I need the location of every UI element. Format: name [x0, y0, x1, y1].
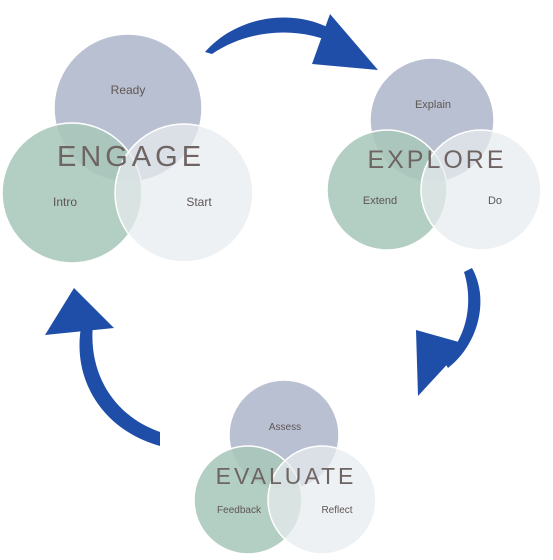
explore-circle-do	[420, 129, 542, 251]
venn-explore: Explain Extend Do EXPLORE	[326, 57, 542, 251]
explore-label-extend: Extend	[363, 195, 397, 207]
explore-label-explain: Explain	[415, 99, 451, 111]
arrow-explore-to-evaluate-icon	[416, 268, 481, 396]
engage-label-start: Start	[186, 195, 212, 209]
evaluate-title: EVALUATE	[216, 463, 357, 489]
explore-label-do: Do	[488, 195, 502, 207]
venn-engage: Ready Intro Start ENGAGE	[1, 33, 254, 264]
engage-label-ready: Ready	[111, 83, 146, 97]
explore-title: EXPLORE	[367, 146, 506, 174]
evaluate-label-assess: Assess	[269, 422, 301, 433]
evaluate-circle-reflect	[267, 445, 377, 555]
arrow-evaluate-to-engage-icon	[45, 288, 160, 446]
engage-label-intro: Intro	[53, 195, 77, 209]
arrow-engage-to-explore-icon	[205, 14, 378, 70]
venn-evaluate: Assess Feedback Reflect EVALUATE	[193, 379, 377, 555]
engage-circle-start	[114, 123, 254, 263]
evaluate-label-feedback: Feedback	[217, 505, 262, 516]
engage-title: ENGAGE	[57, 141, 205, 173]
evaluate-label-reflect: Reflect	[321, 505, 352, 516]
